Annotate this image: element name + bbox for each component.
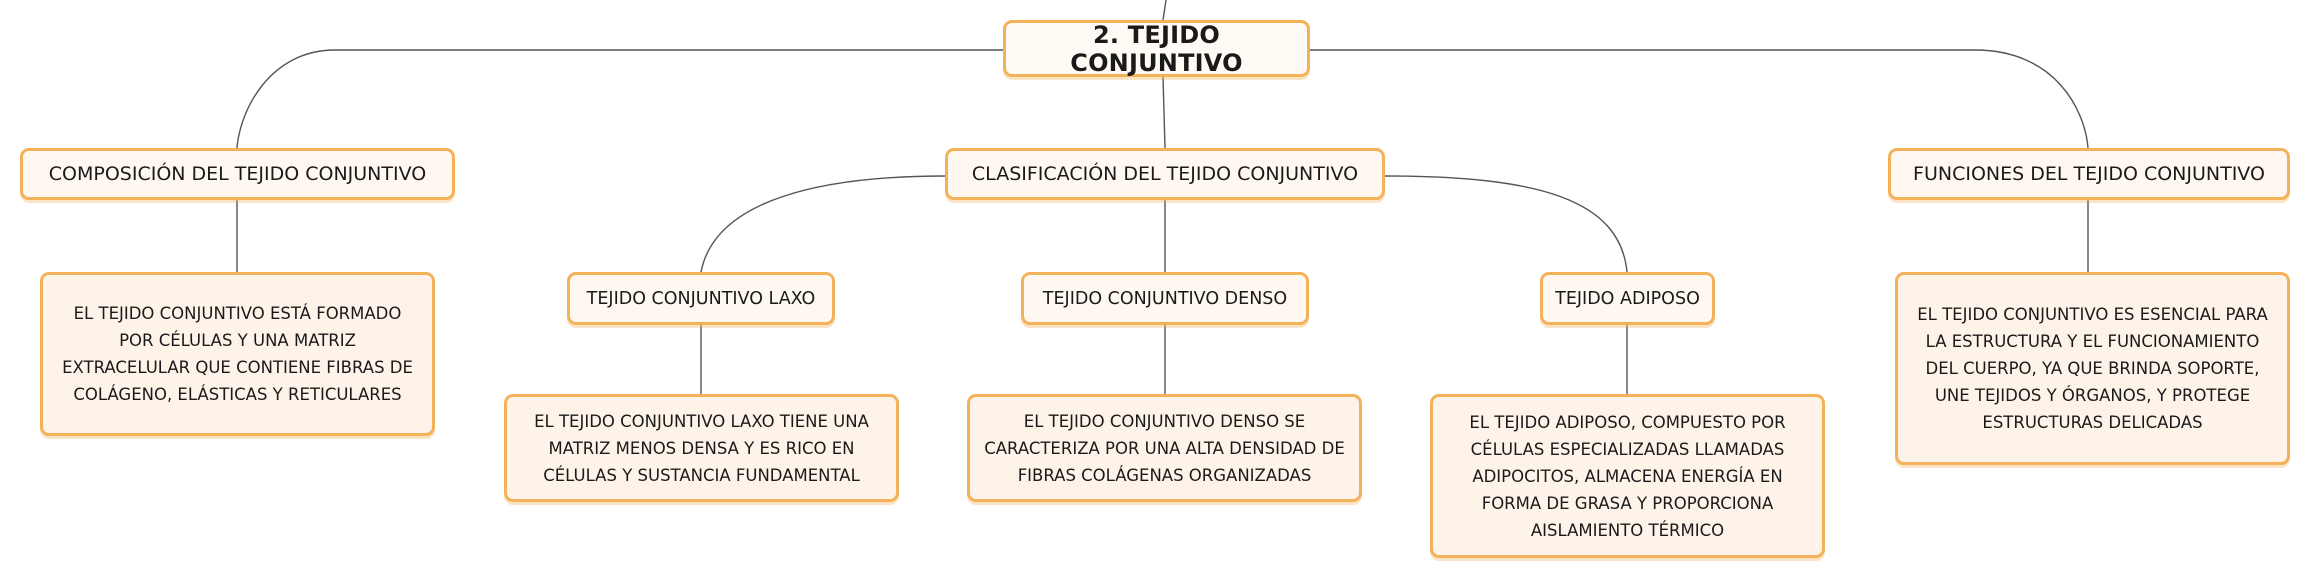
subnode-denso-title: TEJIDO CONJUNTIVO DENSO bbox=[1042, 288, 1288, 309]
adiposo-description[interactable]: EL TEJIDO ADIPOSO, COMPUESTO POR CÉLULAS… bbox=[1430, 394, 1825, 558]
denso-description-text: EL TEJIDO CONJUNTIVO DENSO SE CARACTERIZ… bbox=[984, 411, 1345, 485]
root-title: 2. TEJIDO CONJUNTIVO bbox=[1070, 20, 1243, 77]
subnode-denso[interactable]: TEJIDO CONJUNTIVO DENSO bbox=[1021, 272, 1309, 325]
connector-root-composicion bbox=[236, 49, 1005, 149]
composicion-description-text: EL TEJIDO CONJUNTIVO ESTÁ FORMADO POR CÉ… bbox=[62, 304, 413, 404]
branch-funciones-title: FUNCIONES DEL TEJIDO CONJUNTIVO bbox=[1913, 163, 2265, 185]
subnode-laxo[interactable]: TEJIDO CONJUNTIVO LAXO bbox=[567, 272, 835, 325]
branch-composicion[interactable]: COMPOSICIÓN DEL TEJIDO CONJUNTIVO bbox=[20, 148, 455, 200]
composicion-description[interactable]: EL TEJIDO CONJUNTIVO ESTÁ FORMADO POR CÉ… bbox=[40, 272, 435, 436]
branch-clasificacion-title: CLASIFICACIÓN DEL TEJIDO CONJUNTIVO bbox=[971, 163, 1359, 185]
connector-root-clasificacion bbox=[1162, 76, 1166, 149]
connector-clasificacion-adiposo bbox=[1384, 175, 1628, 273]
laxo-description-text: EL TEJIDO CONJUNTIVO LAXO TIENE UNA MATR… bbox=[534, 411, 869, 485]
branch-clasificacion[interactable]: CLASIFICACIÓN DEL TEJIDO CONJUNTIVO bbox=[945, 148, 1385, 200]
branch-funciones[interactable]: FUNCIONES DEL TEJIDO CONJUNTIVO bbox=[1888, 148, 2290, 200]
funciones-description-text: EL TEJIDO CONJUNTIVO ES ESENCIAL PARA LA… bbox=[1917, 305, 2268, 432]
connector-root-funciones bbox=[1310, 49, 2089, 149]
root-node[interactable]: 2. TEJIDO CONJUNTIVO bbox=[1003, 20, 1310, 77]
funciones-description[interactable]: EL TEJIDO CONJUNTIVO ES ESENCIAL PARA LA… bbox=[1895, 272, 2290, 465]
connector-clasificacion-laxo bbox=[700, 175, 946, 273]
subnode-laxo-title: TEJIDO CONJUNTIVO LAXO bbox=[586, 288, 816, 309]
adiposo-description-text: EL TEJIDO ADIPOSO, COMPUESTO POR CÉLULAS… bbox=[1469, 412, 1786, 540]
subnode-adiposo-title: TEJIDO ADIPOSO bbox=[1555, 288, 1700, 309]
denso-description[interactable]: EL TEJIDO CONJUNTIVO DENSO SE CARACTERIZ… bbox=[967, 394, 1362, 502]
laxo-description[interactable]: EL TEJIDO CONJUNTIVO LAXO TIENE UNA MATR… bbox=[504, 394, 899, 502]
branch-composicion-title: COMPOSICIÓN DEL TEJIDO CONJUNTIVO bbox=[48, 163, 427, 185]
connector-top-stub bbox=[1162, 0, 1167, 21]
subnode-adiposo[interactable]: TEJIDO ADIPOSO bbox=[1540, 272, 1715, 325]
